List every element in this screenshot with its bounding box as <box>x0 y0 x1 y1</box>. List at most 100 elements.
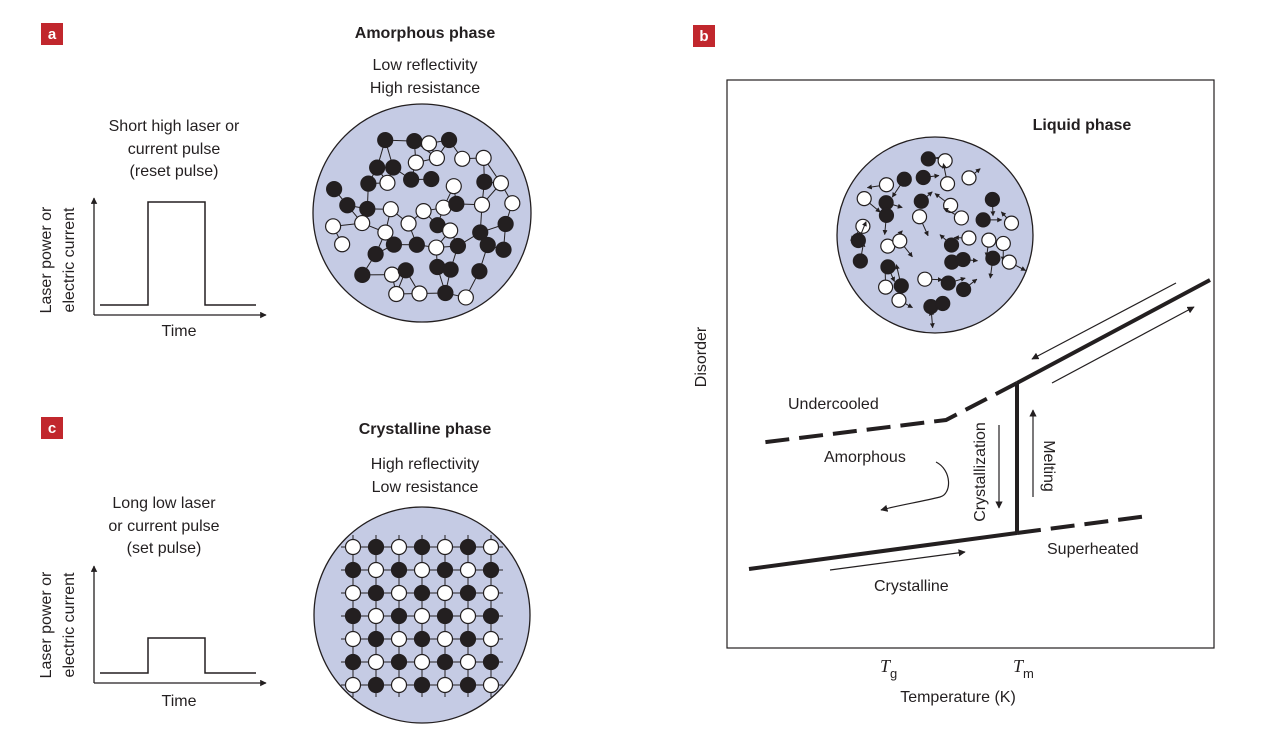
dark-atom <box>403 171 420 188</box>
phase-diagram-frame <box>726 79 1215 649</box>
set-pulse-trace <box>100 637 256 674</box>
dark-atom <box>369 159 386 176</box>
dark-atom <box>442 261 459 278</box>
light-atom <box>504 195 521 212</box>
dark-atom <box>390 653 408 671</box>
dark-atom <box>385 159 402 176</box>
dark-atom <box>397 262 414 279</box>
light-atom <box>482 538 500 556</box>
reset-caption-line2: current pulse <box>128 141 221 158</box>
amorphous-network <box>324 131 521 306</box>
set-y-label-line2: electric current <box>61 572 78 677</box>
light-atom <box>856 190 872 207</box>
light-atom <box>390 538 408 556</box>
dark-atom <box>459 538 477 556</box>
light-atom <box>382 201 399 218</box>
dark-atom <box>896 171 912 187</box>
reset-caption-line3: (reset pulse) <box>130 163 219 180</box>
dark-atom <box>344 653 362 671</box>
panel-c: c Long low laser or current pulse (set p… <box>38 417 531 724</box>
panel-b-tag <box>693 25 715 47</box>
dark-atom <box>852 253 868 269</box>
dark-atom <box>955 251 971 268</box>
light-atom <box>420 135 438 152</box>
reset-caption-line1: Short high laser or <box>109 118 240 135</box>
dark-atom <box>449 237 467 255</box>
dark-atom <box>367 584 385 602</box>
liquid-phase-label: Liquid phase <box>1033 117 1132 134</box>
light-atom <box>415 203 432 220</box>
dark-atom <box>423 170 440 188</box>
light-atom <box>379 174 396 191</box>
dark-atom <box>482 607 500 625</box>
liquid-atoms <box>850 151 1027 329</box>
dark-atom <box>367 676 385 694</box>
light-atom <box>878 177 895 193</box>
heating-liquid-arrow <box>1051 306 1195 384</box>
dark-atom <box>367 630 385 648</box>
reset-pulse-graph: Time Laser power or electric current <box>38 197 267 340</box>
dark-atom <box>413 676 431 694</box>
dark-atom <box>367 538 385 556</box>
set-caption-line2: or current pulse <box>108 518 219 535</box>
crystalline-phase-title: Crystalline phase <box>359 421 492 438</box>
light-atom <box>428 149 446 167</box>
dark-atom <box>975 212 991 228</box>
light-atom <box>981 232 997 248</box>
dark-atom <box>390 607 408 625</box>
dark-atom <box>878 195 894 211</box>
dark-atom <box>429 258 446 276</box>
temperature-axis-label: Temperature (K) <box>900 689 1016 706</box>
light-atom <box>400 215 417 232</box>
light-atom <box>917 271 933 287</box>
set-caption-line3: (set pulse) <box>127 540 202 557</box>
light-atom <box>911 209 928 225</box>
light-atom <box>892 233 908 249</box>
light-atom <box>344 584 362 602</box>
panel-c-letter: c <box>48 420 56 437</box>
superheated-label: Superheated <box>1047 541 1139 558</box>
dark-atom <box>956 281 972 298</box>
tg-symbol: T <box>880 656 892 676</box>
amorphous-label: Amorphous <box>824 449 906 466</box>
dark-atom <box>459 676 477 694</box>
light-atom <box>939 176 956 192</box>
dark-atom <box>878 207 895 223</box>
amorphous-curved-arrow <box>880 461 950 512</box>
disorder-axis-label: Disorder <box>693 326 710 387</box>
light-atom <box>390 676 408 694</box>
light-atom <box>413 653 431 671</box>
crystalline-heating-arrow <box>829 549 966 571</box>
amorphous-property-2: High resistance <box>370 80 480 97</box>
dark-atom <box>984 191 1000 208</box>
light-atom <box>436 676 454 694</box>
dark-atom <box>482 653 500 671</box>
light-atom <box>943 197 959 214</box>
dark-atom <box>377 131 394 149</box>
crystallization-label: Crystallization <box>972 422 989 522</box>
light-atom <box>445 178 462 195</box>
dark-atom <box>390 561 408 579</box>
dark-atom <box>471 263 488 280</box>
dark-atom <box>339 197 356 214</box>
light-atom <box>442 222 459 239</box>
dark-atom <box>459 630 477 648</box>
dark-atom <box>472 224 489 241</box>
light-atom <box>413 607 431 625</box>
amorphous-phase-title: Amorphous phase <box>355 25 496 42</box>
dark-atom <box>920 151 936 167</box>
dark-atom <box>940 275 956 291</box>
dark-atom <box>436 653 454 671</box>
light-atom <box>473 196 491 213</box>
dark-atom <box>495 241 512 258</box>
dark-atom <box>413 538 431 556</box>
light-atom <box>459 653 477 671</box>
liquid-solid-line <box>1016 278 1211 385</box>
undercooled-dashed-line <box>757 381 1018 445</box>
light-atom <box>411 285 428 302</box>
panel-a-tag <box>41 23 63 45</box>
dark-atom <box>359 200 376 218</box>
dark-atom <box>344 561 362 579</box>
light-atom <box>475 149 492 166</box>
dark-atom <box>436 561 454 579</box>
